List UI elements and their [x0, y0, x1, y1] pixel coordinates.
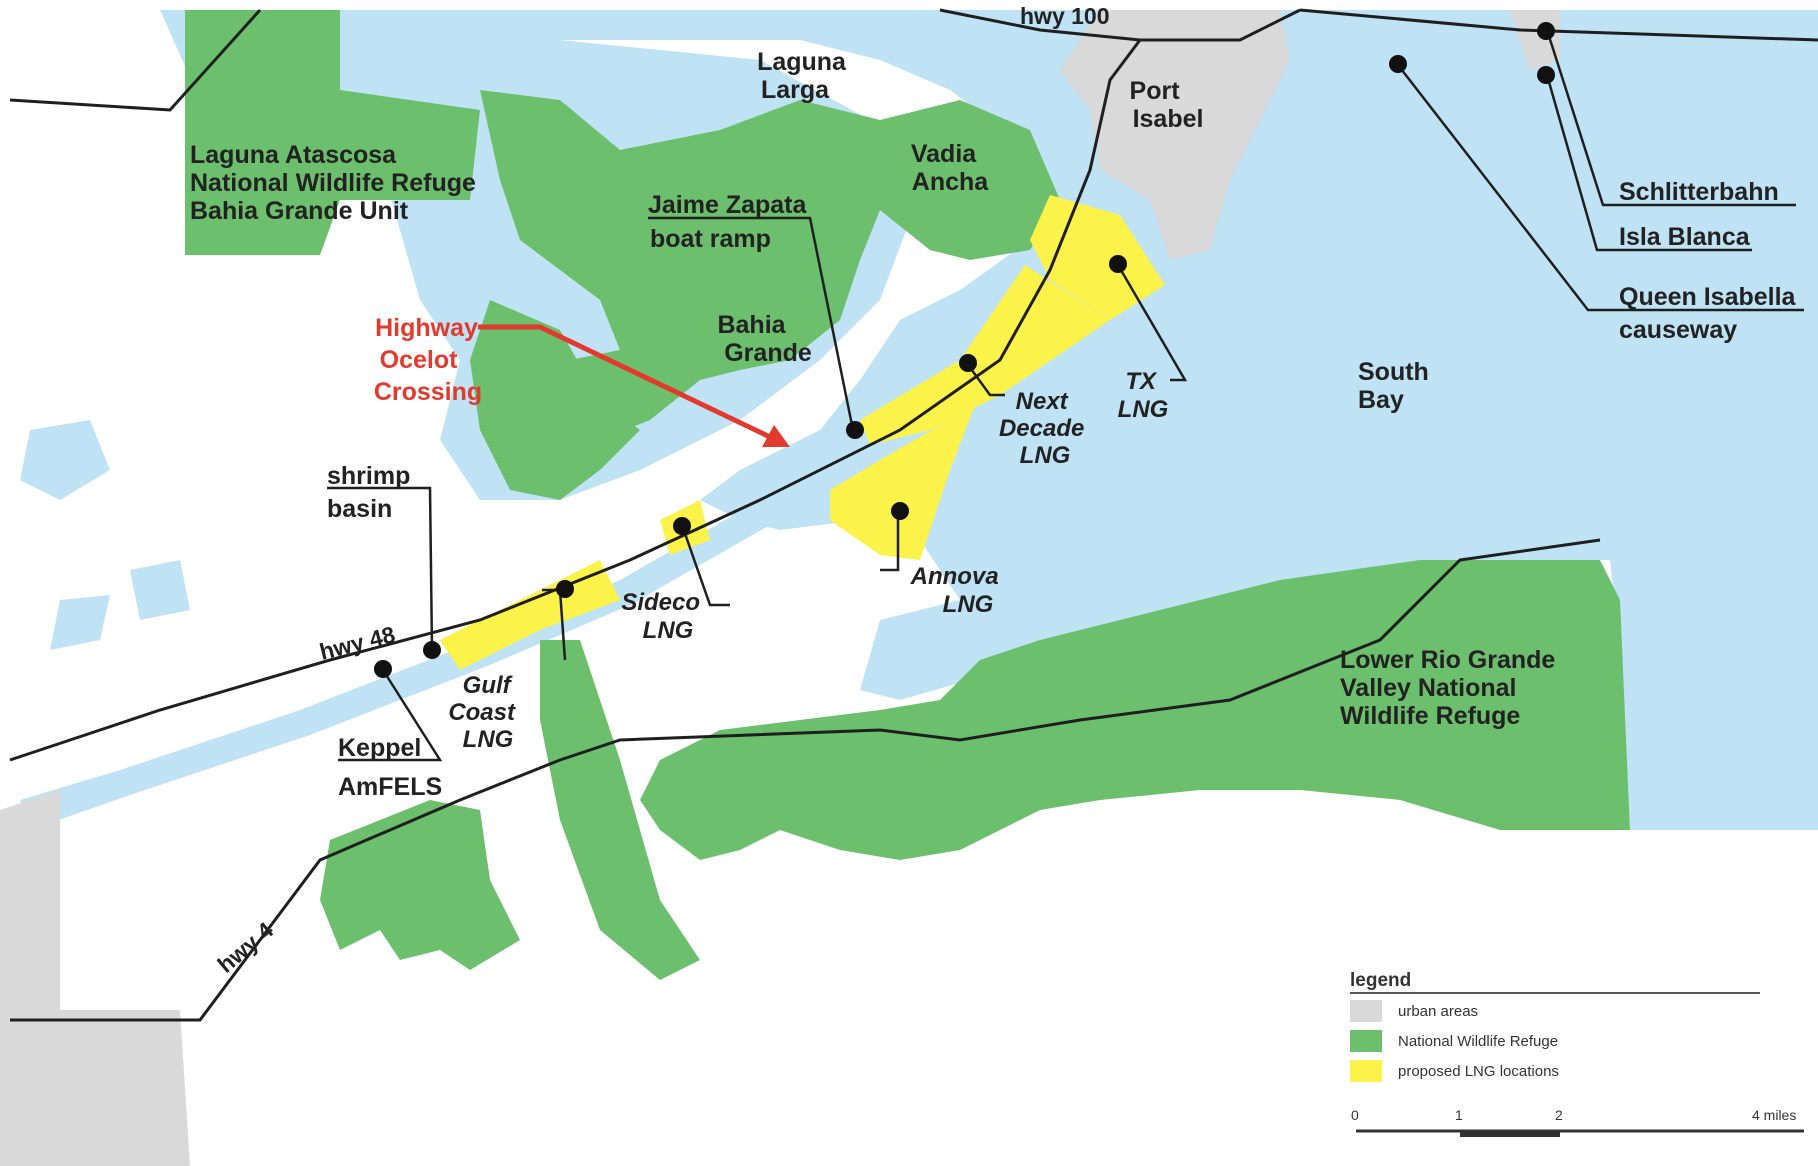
port-isabel-label: Port Isabel	[1130, 77, 1204, 133]
vadia-ancha-label: Vadia Ancha	[911, 140, 989, 196]
annova-lng-label: Annova LNG	[910, 563, 1006, 618]
jaime-zapata-label: Jaime Zapata boat ramp	[648, 191, 813, 253]
bahia-grande-refuge-core	[480, 90, 1060, 470]
keppel-label: Keppel AmFELS	[338, 734, 442, 801]
jaime-zapata-leader	[648, 216, 855, 431]
legend-label-urban: urban areas	[1398, 1003, 1478, 1020]
annova-marker	[891, 502, 909, 520]
scale-tick-4: 4 miles	[1752, 1107, 1796, 1123]
gulf-coast-lng-label: Gulf Coast LNG	[448, 672, 521, 753]
isla-blanca-label: Isla Blanca	[1619, 223, 1751, 251]
hwy-48-label: hwy 48	[317, 621, 398, 665]
urban-areas	[0, 10, 1560, 1166]
hwy-4-road	[10, 538, 1601, 1022]
queen-isabella-marker	[1389, 55, 1407, 73]
south-bay-label: South Bay	[1358, 358, 1436, 414]
refuge-center-strip	[540, 640, 700, 980]
jaime-zapata-marker	[846, 421, 864, 439]
upper-left-road	[9, 8, 262, 112]
laguna-atascosa-label: Laguna Atascosa National Wildlife Refuge…	[190, 141, 483, 225]
ocelot-arrow-shaft	[478, 324, 772, 440]
bahia-grande-label: Bahia Grande	[717, 311, 811, 367]
sideco-marker	[673, 517, 691, 535]
legend-swatch-urban	[1350, 1000, 1382, 1022]
schlitterbahn-marker	[1537, 22, 1555, 40]
tx-lng-marker	[1109, 255, 1127, 273]
port-isabel-urban	[1060, 10, 1290, 260]
roads	[9, 8, 1818, 1022]
schlitterbahn-leader	[1545, 29, 1796, 207]
keppel-leader	[338, 669, 443, 762]
south-bay-water	[960, 320, 1590, 630]
lower-rio-grande-label: Lower Rio Grande Valley National Wildlif…	[1340, 646, 1562, 730]
tx-lng-leader	[1116, 264, 1188, 382]
legend-label-refuge: National Wildlife Refuge	[1398, 1033, 1558, 1050]
ocelot-arrow-head	[762, 425, 790, 447]
sideco-lng-label: Sideco LNG	[621, 589, 706, 644]
hwy-100-label: hwy 100	[1020, 3, 1110, 29]
queen-isabella-label: Queen Isabella causeway	[1619, 283, 1802, 344]
next-decade-lng-label: Next Decade LNG	[999, 388, 1091, 469]
sideco-leader	[680, 524, 730, 607]
legend-title: legend	[1350, 970, 1411, 991]
laguna-atascosa-refuge	[185, 10, 480, 255]
scale-tick-1: 1	[1455, 1107, 1463, 1123]
gulf-coast-marker	[556, 580, 574, 598]
scale-tick-0: 0	[1351, 1107, 1359, 1123]
schlitterbahn-label: Schlitterbahn	[1619, 178, 1779, 206]
refuge-areas	[185, 10, 1630, 980]
next-decade-lng-area	[860, 265, 1110, 445]
annova-lng-area	[830, 405, 975, 560]
west-ponds	[20, 420, 190, 650]
laguna-larga-label: Laguna Larga	[757, 48, 853, 104]
callout-leaders	[327, 29, 1804, 762]
scale-bar: 0 1 2 4 miles	[1351, 1107, 1804, 1137]
shrimp-basin-leader	[327, 486, 434, 651]
annova-leader	[880, 510, 900, 572]
lower-rio-grande-refuge	[640, 560, 1630, 860]
keppel-marker	[374, 660, 392, 678]
bahia-grande-refuge-south	[470, 300, 640, 500]
markers	[374, 22, 1555, 678]
legend-swatch-refuge	[1350, 1030, 1382, 1052]
brownsville-urban	[0, 790, 190, 1166]
tx-lng-label: TX LNG	[1118, 368, 1169, 423]
scale-tick-2: 2	[1555, 1107, 1563, 1123]
refuge-southwest	[320, 800, 520, 970]
queen-isabella-leader	[1397, 64, 1804, 312]
hwy-48-road	[9, 39, 1142, 762]
isla-blanca-marker	[1537, 66, 1555, 84]
legend-swatch-lng	[1350, 1060, 1382, 1082]
highway-ocelot-label: Highway Ocelot Crossing	[374, 314, 485, 406]
queen-isabella-causeway-road	[1299, 8, 1818, 42]
next-decade-leader	[964, 361, 1005, 397]
shrimp-basin-marker	[423, 641, 441, 659]
scale-bar-segment	[1460, 1131, 1560, 1137]
callout-labels: Jaime Zapata boat ramp Highway Ocelot Cr…	[327, 178, 1802, 801]
legend: legend urban areas National Wildlife Ref…	[1350, 970, 1760, 1082]
legend-label-lng: proposed LNG locations	[1398, 1063, 1559, 1080]
ocelot-crossing-arrow	[478, 324, 790, 447]
shrimp-basin-label: shrimp basin	[327, 462, 417, 523]
isla-blanca-leader	[1545, 74, 1752, 252]
gulf-coast-lng-area	[440, 560, 620, 670]
lng-areas	[440, 195, 1165, 670]
hwy-4-label: hwy 4	[213, 917, 279, 978]
place-labels: Laguna Larga Vadia Ancha Port Isabel Bah…	[190, 48, 1562, 730]
next-decade-marker	[959, 354, 977, 372]
gulf-water	[1600, 10, 1818, 830]
